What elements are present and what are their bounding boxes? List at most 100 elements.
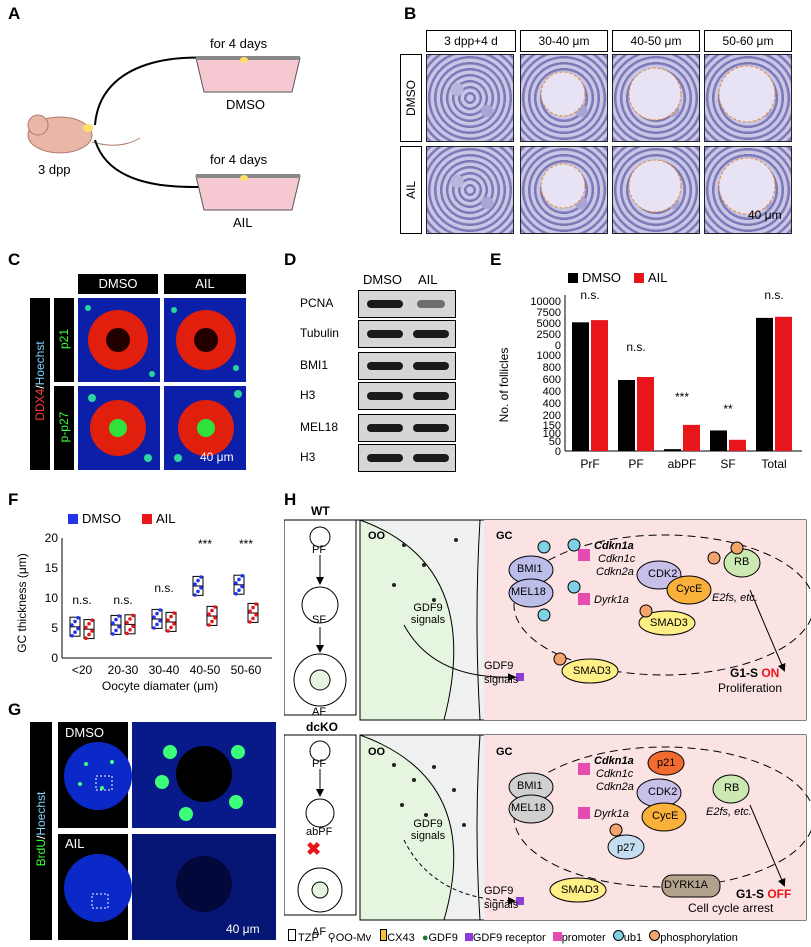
b-row-1: AIL <box>404 181 418 200</box>
point-dmso-4-2 <box>240 584 244 589</box>
f-xlabel: Oocyte diamater (μm) <box>102 679 218 693</box>
h-smad3-bottom: SMAD3 <box>561 884 599 896</box>
f-ytick-0: 20 <box>45 531 59 545</box>
blot-tubulin <box>358 320 456 348</box>
bar-dmso-1 <box>618 380 635 451</box>
bar-ail-1 <box>637 377 654 451</box>
e-tick-t4: 0 <box>555 340 561 352</box>
blot-bmi1 <box>358 352 456 380</box>
point-dmso-4-3 <box>234 581 238 585</box>
blot-pcna <box>358 290 456 318</box>
h-p21: p21 <box>657 757 676 769</box>
bar-ail-2 <box>683 424 700 451</box>
panel-label-h: H <box>284 490 297 509</box>
h-bmi1-bottom: BMI1 <box>517 780 543 792</box>
f-legend-ail: AIL <box>156 511 176 526</box>
panel-label-c: C <box>8 250 21 269</box>
f-legend-dmso: DMSO <box>82 511 121 526</box>
point-ail-3-3 <box>207 612 211 616</box>
c-side-blue: Hoechst <box>33 341 47 386</box>
e-cat-0: PrF <box>580 457 599 471</box>
h-legend: TZP ⚲OO-Mv CX43 ●GDF9 GDF9 receptor prom… <box>288 929 738 944</box>
point-dmso-3-2 <box>199 586 203 590</box>
point-dmso-2-2 <box>158 619 162 623</box>
g-scale: 40 μm <box>226 922 260 936</box>
panel-label-e: E <box>490 250 502 269</box>
b-row-1-box: AIL <box>400 146 422 234</box>
h-signals-top: signals <box>484 674 519 686</box>
point-ail-1-5 <box>131 613 135 618</box>
g-images <box>58 722 276 940</box>
d-row-0: PCNA <box>300 296 334 310</box>
point-ail-1-0 <box>125 631 129 636</box>
d-row-5: H3 <box>300 450 316 464</box>
point-ail-4-5 <box>254 602 258 606</box>
legend-oomv: OO-Mv <box>335 932 372 944</box>
bar-ail-4 <box>775 316 792 451</box>
bottom-dish-label: AIL <box>233 215 253 230</box>
h-gene-2-top: Cdkn2a <box>596 566 634 578</box>
blot-h3-b <box>358 444 456 472</box>
g-top-label: DMSO <box>65 725 104 740</box>
h-cyce-bottom: CycE <box>652 810 679 822</box>
top-duration: for 4 days <box>210 36 268 51</box>
f-legend-ail-swatch <box>142 514 152 524</box>
point-dmso-1-3 <box>111 621 115 625</box>
point-dmso-2-3 <box>152 615 156 619</box>
b-header-0: 3 dpp+4 d <box>426 30 516 52</box>
f-cat-4: 50-60 <box>231 663 262 677</box>
point-ail-2-2 <box>172 622 176 626</box>
point-dmso-0-3 <box>70 623 74 627</box>
h-ko-stage-0: PF <box>312 758 327 770</box>
h-gene-2-bottom: Cdkn2a <box>596 781 634 793</box>
c-side-red: DDX4 <box>33 388 47 421</box>
f-cat-0: <20 <box>72 663 93 677</box>
e-sig-2: *** <box>675 390 689 404</box>
point-dmso-3-1 <box>196 589 200 594</box>
h-wt-out1: G1-S <box>730 666 762 680</box>
point-dmso-0-1 <box>73 630 77 634</box>
svg-text:✖: ✖ <box>306 839 321 859</box>
point-ail-3-2 <box>213 616 217 620</box>
h-gdf9-oo-bottom: GDF9 signals <box>410 818 446 842</box>
legend-tzp: TZP <box>298 932 319 944</box>
b-header-2: 40-50 μm <box>612 30 700 52</box>
point-dmso-4-0 <box>234 592 238 596</box>
b-row-0-box: DMSO <box>400 54 422 142</box>
h-wt-stage-0: PF <box>312 544 327 556</box>
f-cat-2: 30-40 <box>149 663 180 677</box>
c-row-1: p-p27 <box>57 411 71 443</box>
point-dmso-4-4 <box>237 577 241 582</box>
point-dmso-0-5 <box>76 616 80 620</box>
b-header-1: 30-40 μm <box>520 30 608 52</box>
h-cyce-top: CycE <box>676 583 703 595</box>
d-header-0: DMSO <box>363 272 402 287</box>
f-legend-dmso-swatch <box>68 514 78 524</box>
h-oo-bottom: OO <box>368 746 386 758</box>
bar-dmso-0 <box>572 322 589 451</box>
point-dmso-4-1 <box>237 588 241 592</box>
panel-label-d: D <box>284 250 297 269</box>
d-header-1: AIL <box>418 272 438 287</box>
f-sig-4: *** <box>239 537 253 551</box>
h-signals-bottom: signals <box>484 899 519 911</box>
f-ytick-2: 10 <box>45 591 59 605</box>
legend-gdf9: GDF9 <box>428 932 458 944</box>
f-cat-3: 40-50 <box>190 663 221 677</box>
h-gdf9-oo-top: GDF9 signals <box>410 602 446 626</box>
legend-ail-swatch <box>634 273 644 283</box>
h-mel18-top: MEL18 <box>511 586 546 598</box>
e-tick-m1: 800 <box>543 362 561 374</box>
b-row-0: DMSO <box>404 80 418 116</box>
f-sig-1: n.s. <box>113 593 132 607</box>
e-tick-t1: 7500 <box>537 307 561 319</box>
c-images <box>78 298 246 470</box>
bar-ail-3 <box>729 439 746 451</box>
c-side-slash: / <box>33 385 47 389</box>
g-bottom-label: AIL <box>65 836 85 851</box>
h-smad3-top-a: SMAD3 <box>650 617 688 629</box>
point-dmso-1-0 <box>111 632 115 636</box>
point-dmso-3-3 <box>193 582 197 586</box>
point-dmso-2-5 <box>158 608 162 612</box>
b-img-ail-0 <box>426 146 514 234</box>
